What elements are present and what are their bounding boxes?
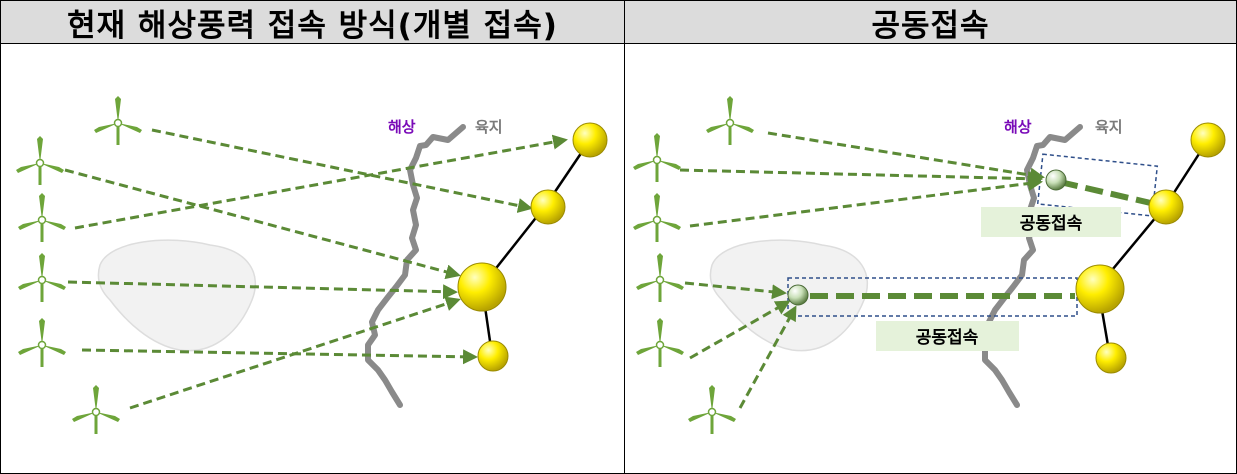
- left-panel-title: 현재 해상풍력 접속 방식(개별 접속): [0, 0, 625, 44]
- wind-turbine-icon: [686, 383, 738, 436]
- substation-node-icon: [477, 340, 509, 372]
- wind-turbine-icon: [14, 134, 66, 187]
- left-diagram: 해상 육지: [14, 94, 608, 436]
- right-diagram: 공동접속 공동접속 해상 육지: [631, 94, 1226, 436]
- wind-turbine-icon: [92, 94, 144, 147]
- wind-turbine-icon: [70, 383, 122, 436]
- substation-node-icon: [1075, 264, 1125, 314]
- wind-turbine-icon: [631, 131, 683, 184]
- substation-node-icon: [530, 189, 566, 225]
- wind-turbine-icon: [634, 251, 686, 304]
- substation-node-icon: [572, 122, 608, 158]
- joint-connection-label: 공동접속: [916, 328, 979, 348]
- wind-turbine-icon: [631, 191, 683, 244]
- wind-turbine-icon: [16, 251, 68, 304]
- island-shape: [97, 239, 257, 352]
- joint-label-bg: [876, 321, 1019, 351]
- coastline: [365, 124, 466, 408]
- wind-turbine-icon: [704, 94, 756, 147]
- collector-node-icon: [787, 284, 809, 306]
- joint-label-bg: [981, 207, 1121, 237]
- land-label: 육지: [1095, 118, 1123, 136]
- land-label: 육지: [475, 118, 503, 136]
- wind-turbine-icon: [16, 316, 68, 369]
- substation-node-icon: [457, 262, 507, 312]
- joint-connection-label: 공동접속: [1020, 214, 1083, 234]
- sea-label: 해상: [388, 118, 416, 136]
- collector-node-icon: [1045, 169, 1067, 191]
- wind-turbine-icon: [16, 191, 68, 244]
- substation-node-icon: [1148, 189, 1184, 225]
- sea-label: 해상: [1004, 118, 1032, 136]
- substation-node-icon: [1190, 122, 1226, 158]
- coastline: [982, 124, 1083, 408]
- wind-turbine-icon: [634, 316, 686, 369]
- substation-node-icon: [1095, 342, 1127, 374]
